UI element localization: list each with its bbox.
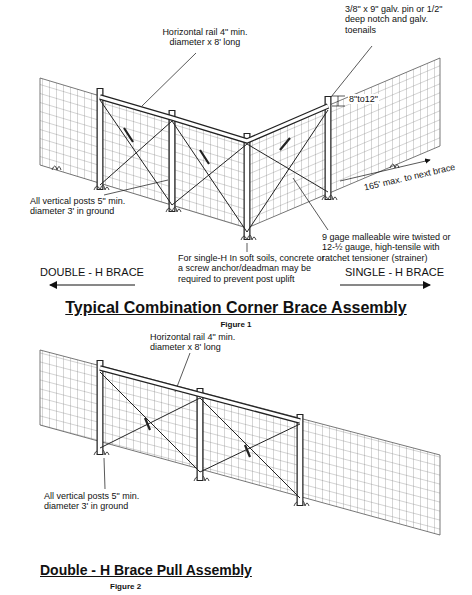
posts bbox=[100, 88, 328, 240]
section-label: SINGLE - H BRACE bbox=[345, 266, 444, 279]
horizontal-rails bbox=[100, 97, 328, 141]
note-label: For single-H In soft soils, concrete or … bbox=[178, 253, 328, 284]
note-label: All vertical posts 5" min. diameter 3' i… bbox=[44, 491, 154, 512]
note-label: Horizontal rail 4" min. diameter x 8' lo… bbox=[150, 27, 260, 48]
horizontal-rails bbox=[100, 368, 300, 421]
direction-arrows bbox=[50, 285, 430, 286]
note-label: 3/8" x 9" galv. pin or 1/2" deep notch a… bbox=[345, 4, 457, 35]
dimension-label: 8"to12" bbox=[348, 94, 379, 104]
section-label: DOUBLE - H BRACE bbox=[40, 266, 144, 279]
note-label: Horizontal rail 4" min. diameter x 8' lo… bbox=[150, 332, 270, 353]
note-label: All vertical posts 5" min. diameter 3' i… bbox=[30, 196, 140, 217]
note-label: 9 gage malleable wire twisted or 12-½ ga… bbox=[322, 232, 462, 263]
wire-mesh bbox=[40, 350, 440, 535]
figure-number: Figure 2 bbox=[110, 582, 141, 591]
brace-wires bbox=[100, 372, 300, 498]
brace-wires bbox=[100, 100, 328, 232]
figure-title: Double - H Brace Pull Assembly bbox=[40, 562, 252, 578]
figure-title: Typical Combination Corner Brace Assembl… bbox=[6, 299, 466, 317]
dimension-lines bbox=[332, 96, 345, 106]
figure-number: Figure 1 bbox=[6, 320, 466, 329]
posts bbox=[100, 360, 300, 506]
